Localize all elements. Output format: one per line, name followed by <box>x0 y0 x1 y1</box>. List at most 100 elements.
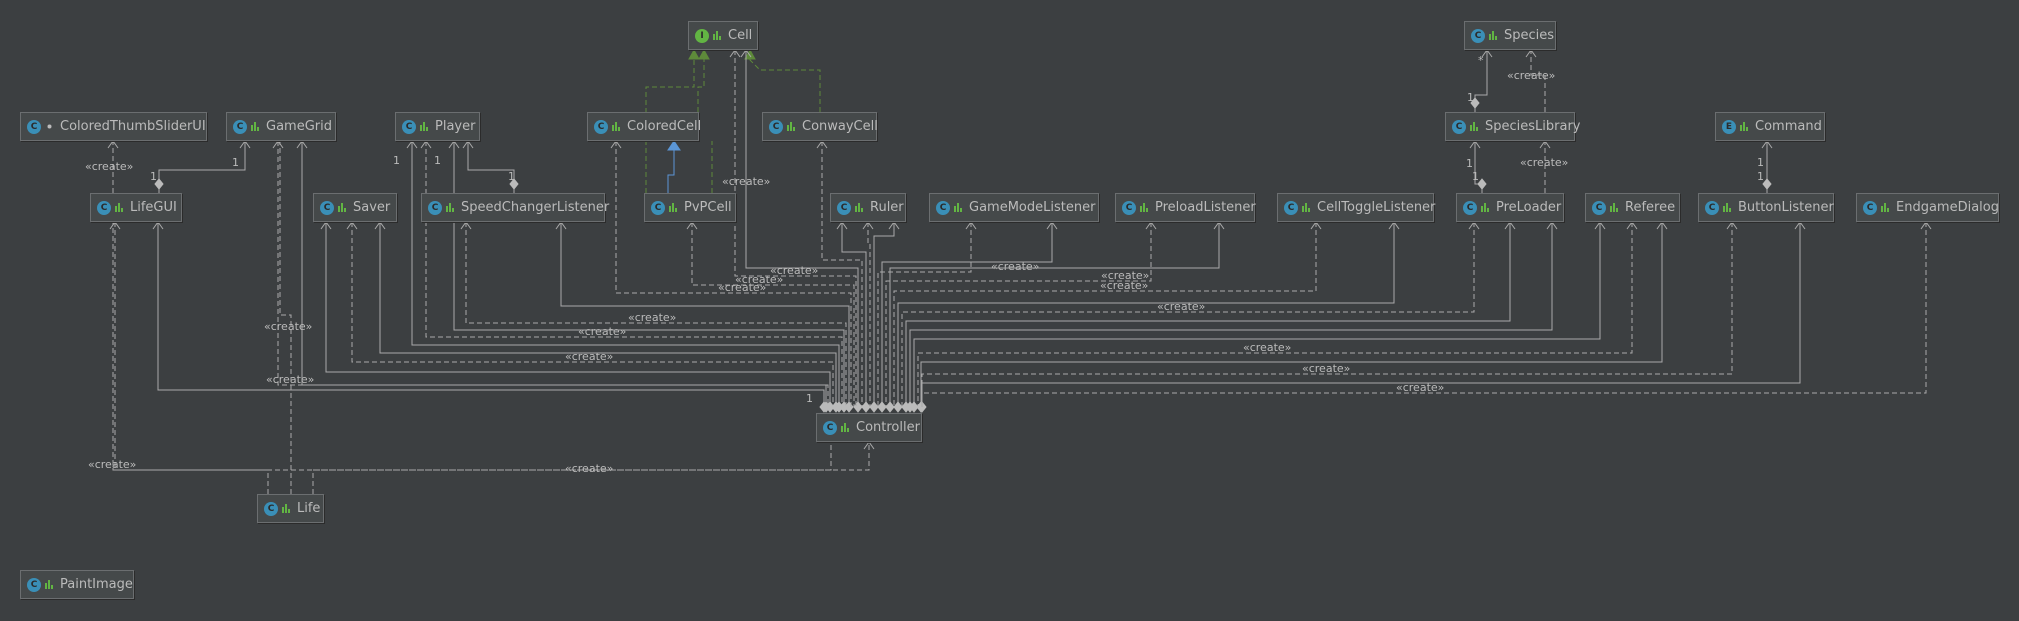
relationship-line <box>897 222 1395 407</box>
class-node-conwaycell[interactable]: C ConwayCell <box>762 112 878 141</box>
class-icon: C <box>837 200 851 215</box>
generalization-arrowhead <box>744 48 756 60</box>
relationship-line <box>112 222 269 494</box>
arrowhead <box>1920 221 1932 230</box>
composition-diamond <box>839 401 849 413</box>
composition-diamond <box>509 178 519 190</box>
arrowhead <box>863 441 875 450</box>
relationship-line <box>114 222 832 471</box>
class-icon: C <box>1284 200 1298 215</box>
arrowhead <box>374 221 386 230</box>
relationship-line <box>867 222 871 407</box>
arrowhead <box>1504 221 1516 230</box>
class-name: ConwayCell <box>802 119 878 134</box>
class-name: GameGrid <box>266 119 332 134</box>
class-icon: C <box>769 119 783 134</box>
class-name: Life <box>297 501 321 516</box>
class-name: PreLoader <box>1496 200 1562 215</box>
create-label: «create» <box>1507 69 1555 82</box>
public-visibility-icon <box>1610 203 1619 212</box>
composition-diamond <box>853 401 863 413</box>
arrowhead <box>1481 49 1493 58</box>
relationship-line <box>921 222 1801 407</box>
public-visibility-icon <box>1723 203 1732 212</box>
class-name: ColoredCell <box>627 119 702 134</box>
class-name: Saver <box>353 200 391 215</box>
public-visibility-icon <box>1140 203 1149 212</box>
relationship-line <box>745 50 859 407</box>
create-label: «create» <box>1100 279 1148 292</box>
composition-diamond <box>877 401 887 413</box>
class-icon: C <box>320 200 334 215</box>
relationship-line <box>691 222 855 407</box>
multiplicity-label: 1 <box>508 170 515 183</box>
create-label: «create» <box>722 175 770 188</box>
multiplicity-label: 1 <box>434 154 441 167</box>
composition-diamond <box>901 401 911 413</box>
relationship-line <box>279 141 292 494</box>
class-node-saver[interactable]: C Saver <box>313 193 397 222</box>
class-node-paintimage[interactable]: C PaintImage <box>20 570 134 599</box>
relationship-line <box>1474 141 1483 193</box>
arrowhead <box>1046 221 1058 230</box>
class-name: PaintImage <box>60 577 133 592</box>
composition-diamond <box>819 401 829 413</box>
class-icon: C <box>1452 119 1466 134</box>
class-icon: C <box>27 119 41 134</box>
class-name: ButtonListener <box>1738 200 1834 215</box>
relationship-line <box>917 222 1633 407</box>
relationship-line <box>909 222 1553 407</box>
relationship-line <box>873 222 895 407</box>
relationship-line <box>465 222 847 407</box>
class-name: PreloadListener <box>1155 200 1256 215</box>
public-visibility-icon <box>338 203 347 212</box>
relationship-line <box>379 222 837 407</box>
class-name: Referee <box>1625 200 1676 215</box>
multiplicity-label: 1 <box>1467 91 1474 104</box>
generalization-arrowhead <box>698 48 710 60</box>
multiplicity-label: 1 <box>1757 156 1764 169</box>
relationship-line <box>615 141 852 407</box>
arrowhead <box>296 140 308 149</box>
relationship-line <box>881 222 1053 407</box>
arrowhead <box>1726 221 1738 230</box>
relationship-line <box>893 222 1317 407</box>
create-label: «create» <box>578 325 626 338</box>
arrowhead <box>729 49 741 58</box>
arrowhead <box>1794 221 1806 230</box>
relationship-line <box>821 141 863 407</box>
arrowhead <box>1761 140 1773 149</box>
composition-diamond <box>885 401 895 413</box>
arrowhead <box>1594 221 1606 230</box>
class-icon: C <box>1471 28 1485 43</box>
arrowhead <box>555 221 567 230</box>
arrowhead <box>1213 221 1225 230</box>
multiplicity-label: 1 <box>393 154 400 167</box>
class-icon: C <box>428 200 442 215</box>
class-icon: C <box>27 577 41 592</box>
composition-diamond <box>1762 178 1772 190</box>
class-name: LifeGUI <box>130 200 177 215</box>
composition-diamond <box>1470 97 1480 109</box>
